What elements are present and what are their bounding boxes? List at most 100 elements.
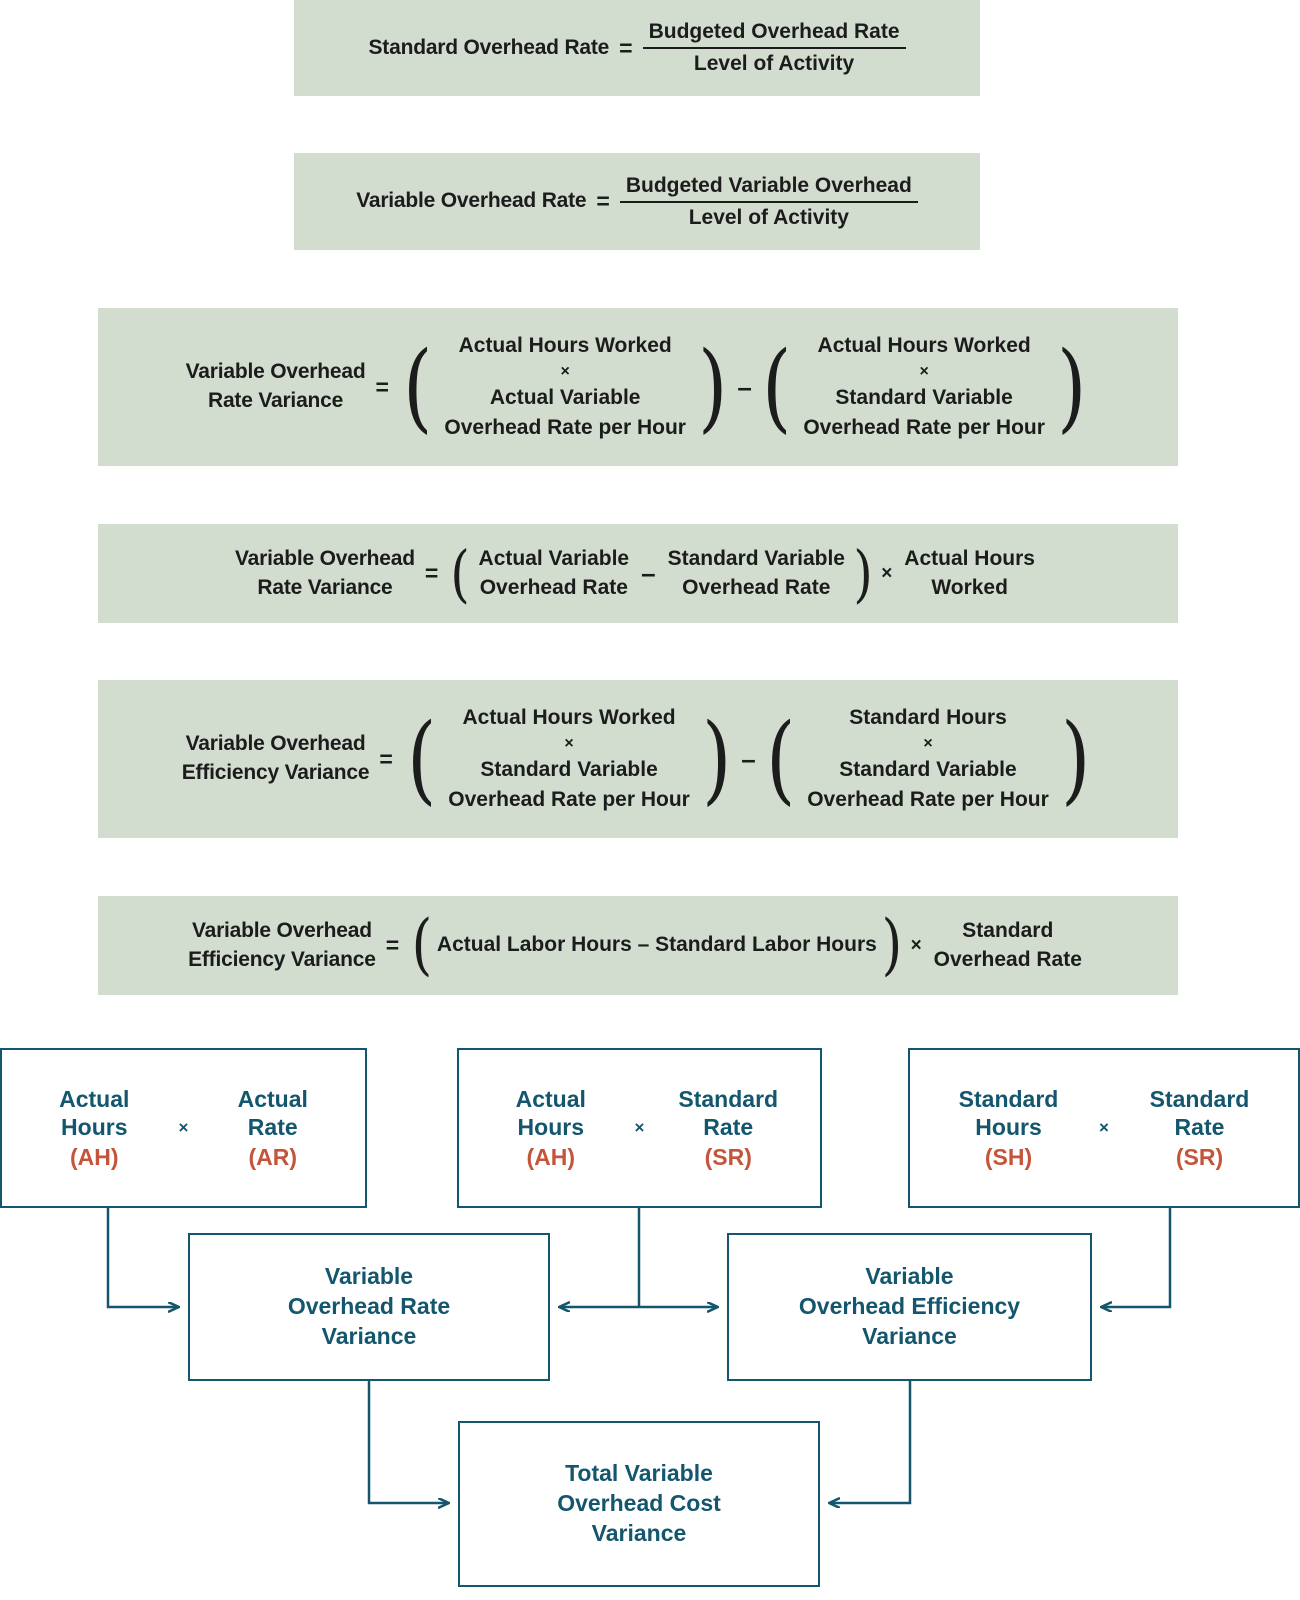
open-paren-icon: ( — [403, 330, 433, 443]
diagram-connectors — [106, 1208, 1172, 1600]
open-paren-icon: ( — [411, 906, 433, 984]
term-line-3: Overhead Rate per Hour — [448, 788, 690, 812]
equals-sign: = — [619, 34, 633, 61]
second-term-group: ( Standard Hours × Standard Variable Ove… — [762, 703, 1094, 815]
close-paren-icon: ) — [853, 536, 873, 610]
multiply-icon: × — [1099, 1117, 1109, 1137]
box-content: Actual Hours (AH) × Actual Rate (AR) — [20, 1085, 347, 1170]
minus-sign: – — [741, 743, 756, 774]
box-content: Standard Hours (SH) × Standard Rate (SR) — [928, 1085, 1280, 1170]
formula-variable-overhead-rate-variance-expanded: Variable Overhead Rate Variance = ( Actu… — [98, 308, 1178, 466]
multiply-icon: × — [910, 934, 922, 956]
right-term-label: Actual Rate — [237, 1086, 308, 1141]
left-term-abbr: (SH) — [984, 1143, 1033, 1170]
equals-sign: = — [385, 932, 400, 958]
fraction-denominator: Level of Activity — [688, 205, 849, 229]
right-term: Standard Rate (SR) — [654, 1085, 802, 1170]
formula-lhs: Variable Overhead Rate Variance — [185, 360, 366, 412]
formula-lhs: Standard Overhead Rate — [368, 35, 610, 59]
multiply-icon: × — [178, 1117, 189, 1137]
formula-lhs: Variable Overhead Rate Variance — [235, 546, 415, 599]
second-term-stack: Actual Hours Worked × Standard Variable … — [795, 331, 1053, 443]
equals-sign: = — [379, 745, 393, 772]
third-term: Actual Hours Worked — [904, 546, 1035, 599]
close-paren-icon: ) — [1057, 330, 1087, 443]
equals-sign: = — [596, 188, 610, 214]
close-paren-icon: ) — [1060, 702, 1091, 815]
parenthesized-group: ( Actual Labor Hours – Standard Labor Ho… — [409, 906, 904, 984]
inner-expression: Actual Labor Hours – Standard Labor Hour… — [436, 933, 877, 957]
right-term-abbr: (AR) — [248, 1143, 297, 1170]
left-term-label: Actual Hours — [59, 1086, 130, 1141]
term-line-3: Overhead Rate per Hour — [803, 416, 1045, 440]
second-term: Standard Variable Overhead Rate — [667, 546, 845, 599]
close-paren-icon: ) — [881, 906, 902, 984]
box-standard-hours-standard-rate[interactable]: Standard Hours (SH) × Standard Rate (SR) — [908, 1048, 1300, 1208]
multiply-icon: × — [634, 1117, 645, 1137]
first-term-stack: Actual Hours Worked × Actual Variable Ov… — [436, 331, 694, 443]
fraction-numerator: Budgeted Variable Overhead — [619, 173, 918, 203]
first-term-group: ( Actual Hours Worked × Standard Variabl… — [403, 703, 735, 815]
box-actual-hours-actual-rate[interactable]: Actual Hours (AH) × Actual Rate (AR) — [0, 1048, 367, 1208]
first-term: Actual Variable Overhead Rate — [478, 546, 630, 599]
left-term: Actual Hours (AH) — [477, 1085, 625, 1170]
close-paren-icon: ) — [698, 330, 728, 443]
second-term-group: ( Actual Hours Worked × Standard Variabl… — [758, 331, 1090, 443]
box-content: Actual Hours (AH) × Standard Rate (SR) — [477, 1085, 802, 1170]
formula-lhs: Variable Overhead Efficiency Variance — [181, 732, 370, 784]
term-line-3: Overhead Rate per Hour — [807, 788, 1049, 812]
term-line-2: Standard Variable — [835, 386, 1013, 410]
second-term-stack: Standard Hours × Standard Variable Overh… — [799, 703, 1057, 815]
third-term: Standard Overhead Rate — [933, 918, 1082, 971]
variance-flow-diagram: Actual Hours (AH) × Actual Rate (AR) Act… — [0, 1040, 1300, 1600]
multiply-icon: × — [881, 562, 893, 584]
box-variable-overhead-efficiency-variance[interactable]: Variable Overhead Efficiency Variance — [727, 1233, 1092, 1381]
term-line-2: Actual Variable — [489, 386, 641, 410]
box-actual-hours-standard-rate[interactable]: Actual Hours (AH) × Standard Rate (SR) — [457, 1048, 822, 1208]
left-term-label: Standard Hours — [958, 1086, 1059, 1141]
left-term-abbr: (AH) — [69, 1143, 119, 1170]
box-variable-overhead-rate-variance[interactable]: Variable Overhead Rate Variance — [188, 1233, 550, 1381]
open-paren-icon: ( — [762, 330, 792, 443]
fraction-numerator: Budgeted Overhead Rate — [642, 19, 906, 49]
open-paren-icon: ( — [765, 702, 796, 815]
fraction-denominator: Level of Activity — [693, 52, 855, 75]
formula-standard-overhead-rate: Standard Overhead Rate = Budgeted Overhe… — [294, 0, 980, 96]
right-term: Actual Rate (AR) — [198, 1085, 347, 1170]
term-line-3: Overhead Rate per Hour — [444, 416, 686, 440]
connector-ahar-to-rate-variance — [106, 1208, 178, 1307]
multiply-icon: × — [564, 734, 574, 752]
term-line-2: Standard Variable — [839, 758, 1017, 782]
open-paren-icon: ( — [450, 536, 471, 610]
parenthesized-group: ( Actual Variable Overhead Rate – Standa… — [448, 536, 875, 610]
fraction: Budgeted Variable Overhead Level of Acti… — [619, 173, 918, 230]
left-term-label: Actual Hours — [515, 1086, 586, 1141]
box-total-variable-overhead-cost-variance[interactable]: Total Variable Overhead Cost Variance — [458, 1421, 820, 1587]
formula-variable-overhead-efficiency-variance-simplified: Variable Overhead Efficiency Variance = … — [98, 896, 1178, 995]
term-line-2: Standard Variable — [480, 758, 658, 782]
close-paren-icon: ) — [701, 702, 732, 815]
equals-sign: = — [375, 373, 389, 400]
formula-variable-overhead-rate-variance-simplified: Variable Overhead Rate Variance = ( Actu… — [98, 524, 1178, 623]
first-term-stack: Actual Hours Worked × Standard Variable … — [440, 703, 698, 815]
formula-lhs: Variable Overhead Rate — [356, 189, 587, 213]
right-term-abbr: (SR) — [1175, 1143, 1224, 1170]
minus-sign: – — [641, 558, 656, 588]
term-line-1: Actual Hours Worked — [817, 333, 1031, 357]
left-term-abbr: (AH) — [526, 1143, 576, 1170]
multiply-icon: × — [919, 362, 929, 380]
formula-lhs: Variable Overhead Efficiency Variance — [188, 918, 376, 971]
fraction: Budgeted Overhead Rate Level of Activity — [642, 19, 906, 76]
formula-variable-overhead-rate: Variable Overhead Rate = Budgeted Variab… — [294, 153, 980, 250]
right-term-abbr: (SR) — [704, 1143, 752, 1170]
minus-sign: – — [737, 371, 752, 402]
right-term: Standard Rate (SR) — [1119, 1085, 1280, 1170]
connector-efficiency-variance-to-total — [830, 1381, 912, 1503]
equals-sign: = — [424, 560, 439, 586]
left-term: Actual Hours (AH) — [20, 1085, 169, 1170]
formula-variable-overhead-efficiency-variance-expanded: Variable Overhead Efficiency Variance = … — [98, 680, 1178, 838]
connector-rate-variance-to-total — [367, 1381, 448, 1503]
term-line-1: Actual Hours Worked — [462, 705, 676, 729]
first-term-group: ( Actual Hours Worked × Actual Variable … — [399, 331, 731, 443]
right-term-label: Standard Rate — [1149, 1086, 1250, 1141]
